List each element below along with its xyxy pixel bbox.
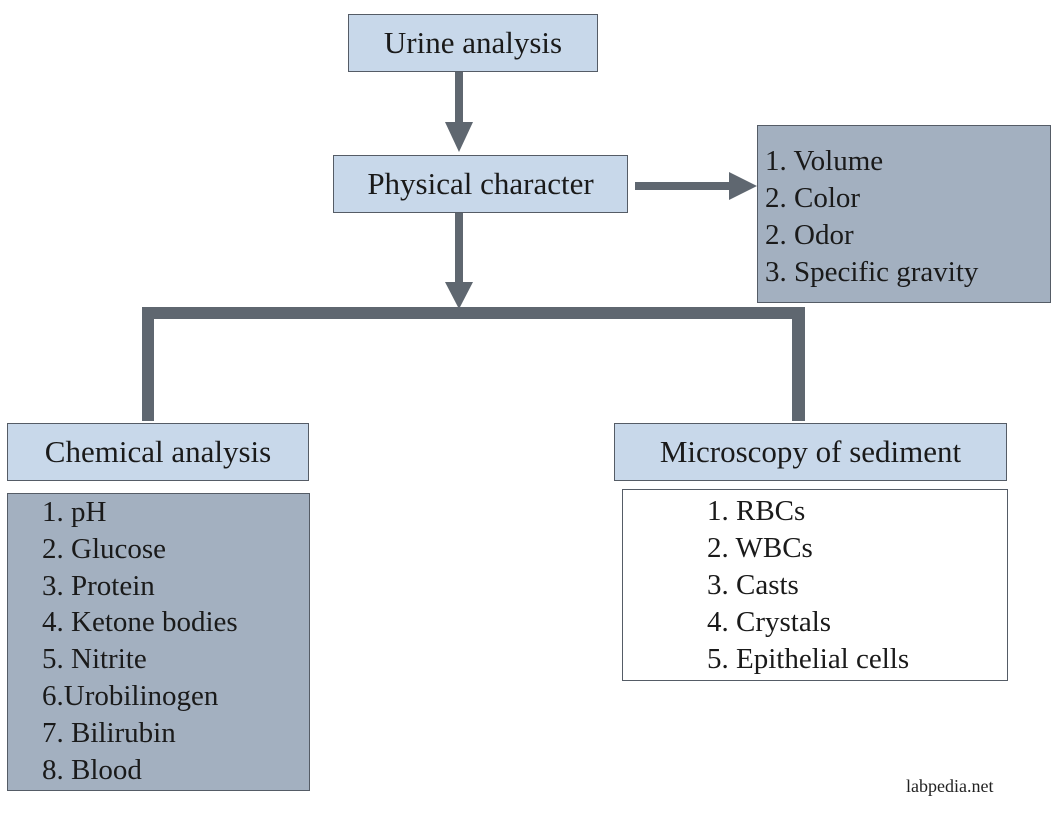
- arrow-physical-to-properties-head: [729, 172, 757, 200]
- microscopy-items-box: 1. RBCs 2. WBCs 3. Casts 4. Crystals 5. …: [622, 489, 1008, 681]
- branch-bar: [142, 307, 805, 319]
- physical-item: 2. Color: [765, 182, 861, 214]
- arrow-physical-to-branch-shaft: [455, 213, 463, 283]
- chemical-item: 6.Urobilinogen: [42, 679, 219, 712]
- chemical-item: 8. Blood: [42, 753, 142, 786]
- arrow-physical-to-branch-head: [445, 282, 473, 309]
- microscopy-label: Microscopy of sediment: [659, 434, 962, 469]
- chemical-item: 7. Bilirubin: [42, 716, 176, 749]
- microscopy-item: 3. Casts: [707, 569, 799, 601]
- chemical-item: 1. pH: [42, 496, 107, 528]
- physical-items-box: 1. Volume 2. Color 2. Odor 3. Specific g…: [757, 125, 1051, 303]
- branch-left-leg: [142, 307, 154, 421]
- arrow-root-to-physical-shaft: [455, 71, 463, 123]
- chemical-analysis-label: Chemical analysis: [44, 434, 272, 469]
- microscopy-item: 4. Crystals: [707, 606, 832, 638]
- microscopy-item: 5. Epithelial cells: [707, 643, 910, 675]
- chemical-item: 5. Nitrite: [42, 643, 147, 676]
- microscopy-item: 2. WBCs: [707, 532, 813, 564]
- urine-analysis-label: Urine analysis: [383, 25, 563, 60]
- physical-character-label: Physical character: [367, 166, 594, 201]
- physical-character-box: Physical character: [333, 155, 628, 213]
- watermark: labpedia.net: [906, 776, 994, 796]
- arrow-root-to-physical-head: [445, 122, 473, 152]
- microscopy-box: Microscopy of sediment: [614, 423, 1007, 481]
- physical-item: 3. Specific gravity: [765, 256, 979, 288]
- chemical-analysis-box: Chemical analysis: [7, 423, 309, 481]
- arrow-physical-to-properties-shaft: [635, 182, 731, 190]
- microscopy-item: 1. RBCs: [707, 495, 806, 527]
- physical-item: 2. Odor: [765, 219, 854, 251]
- urine-analysis-box: Urine analysis: [348, 14, 598, 72]
- chemical-item: 3. Protein: [42, 569, 155, 602]
- chemical-item: 2. Glucose: [42, 532, 167, 565]
- physical-item: 1. Volume: [765, 145, 884, 177]
- branch-right-leg: [792, 307, 805, 421]
- chemical-item: 4. Ketone bodies: [42, 606, 238, 639]
- chemical-items-box: 1. pH 2. Glucose 3. Protein 4. Ketone bo…: [7, 493, 310, 791]
